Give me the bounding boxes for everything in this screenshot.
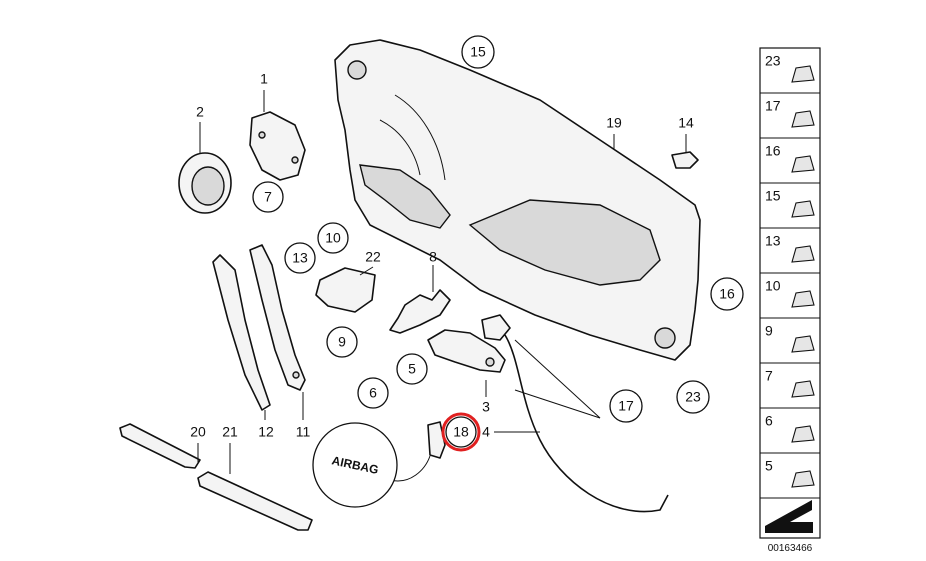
inner-door-handle[interactable] xyxy=(427,329,506,373)
airbag-label-bubble: AIRBAG xyxy=(312,422,398,508)
callout-15: 15 xyxy=(461,35,495,69)
fastener-icon xyxy=(791,200,815,218)
label-4: 4 xyxy=(482,424,490,440)
legend-number: 17 xyxy=(765,98,781,114)
legend-rows: 23 17 16 15 13 10 9 7 6 5 xyxy=(760,53,820,499)
legend-item-7[interactable]: 7 xyxy=(760,368,820,409)
label-14: 14 xyxy=(678,115,694,131)
fastener-icon xyxy=(791,65,815,83)
legend-item-10[interactable]: 10 xyxy=(760,278,820,319)
label-19: 19 xyxy=(606,115,622,131)
svg-text:18: 18 xyxy=(453,424,469,440)
trim-strip-left[interactable] xyxy=(212,254,271,411)
part-code: 00163466 xyxy=(768,543,813,554)
sill-strip-long[interactable] xyxy=(197,471,313,531)
fastener-icon xyxy=(791,290,815,308)
svg-text:5: 5 xyxy=(408,361,416,377)
airbag-label-clip[interactable] xyxy=(427,421,446,459)
legend-number: 15 xyxy=(765,188,781,204)
legend-item-16[interactable]: 16 xyxy=(760,143,820,184)
clip-part-14[interactable] xyxy=(671,151,699,169)
callout-23: 23 xyxy=(676,380,710,414)
callout-13: 13 xyxy=(284,242,316,274)
callout-5: 5 xyxy=(396,353,428,385)
svg-text:9: 9 xyxy=(338,334,346,350)
label-22: 22 xyxy=(365,249,381,265)
legend-item-6[interactable]: 6 xyxy=(760,413,820,454)
callout-10: 10 xyxy=(317,222,349,254)
callout-17: 17 xyxy=(609,389,643,423)
svg-text:10: 10 xyxy=(325,230,341,246)
label-21: 21 xyxy=(222,424,238,440)
label-11: 11 xyxy=(296,424,311,440)
fastener-icon xyxy=(791,425,815,443)
trim-strip-right[interactable] xyxy=(249,244,306,391)
label-20: 20 xyxy=(190,424,206,440)
legend-column xyxy=(759,47,821,539)
legend-item-23[interactable]: 23 xyxy=(760,53,820,94)
fastener-icon xyxy=(791,470,815,488)
callout-18-highlighted[interactable]: 18 xyxy=(441,412,481,452)
legend-number: 13 xyxy=(765,233,781,249)
sill-strip-short[interactable] xyxy=(119,423,201,469)
legend-number: 5 xyxy=(765,458,773,474)
svg-text:6: 6 xyxy=(369,385,377,401)
legend-item-15[interactable]: 15 xyxy=(760,188,820,229)
legend-number: 23 xyxy=(765,53,781,69)
svg-text:16: 16 xyxy=(719,286,735,302)
label-2: 2 xyxy=(196,104,204,120)
label-1: 1 xyxy=(260,71,268,87)
legend-item-9[interactable]: 9 xyxy=(760,323,820,364)
svg-text:23: 23 xyxy=(685,389,701,405)
svg-text:15: 15 xyxy=(470,44,486,60)
legend-number: 9 xyxy=(765,323,773,339)
fastener-icon xyxy=(791,155,815,173)
speaker-cover[interactable] xyxy=(249,111,306,181)
fastener-icon xyxy=(791,380,815,398)
callout-6: 6 xyxy=(357,377,389,409)
legend-item-17[interactable]: 17 xyxy=(760,98,820,139)
fastener-icon xyxy=(791,245,815,263)
label-8: 8 xyxy=(429,249,437,265)
callout-16: 16 xyxy=(710,277,744,311)
door-trim-panel[interactable] xyxy=(334,39,701,361)
fastener-icon xyxy=(791,335,815,353)
legend-number: 16 xyxy=(765,143,781,159)
label-3: 3 xyxy=(482,399,490,415)
svg-text:13: 13 xyxy=(292,250,308,266)
handle-housing[interactable] xyxy=(315,267,376,313)
legend-number: 6 xyxy=(765,413,773,429)
speaker-ring[interactable] xyxy=(178,152,232,214)
legend-number: 10 xyxy=(765,278,781,294)
door-lock-cable[interactable] xyxy=(481,314,669,513)
legend-item-5[interactable]: 5 xyxy=(760,458,820,499)
legend-number: 7 xyxy=(765,368,773,384)
bracket[interactable] xyxy=(389,289,451,334)
callout-9: 9 xyxy=(326,326,358,358)
svg-text:7: 7 xyxy=(264,189,272,205)
legend-item-13[interactable]: 13 xyxy=(760,233,820,274)
callout-7: 7 xyxy=(252,181,284,213)
fastener-icon xyxy=(791,110,815,128)
svg-text:17: 17 xyxy=(618,398,634,414)
label-12: 12 xyxy=(258,424,274,440)
legend-footer-arrow xyxy=(765,500,813,533)
